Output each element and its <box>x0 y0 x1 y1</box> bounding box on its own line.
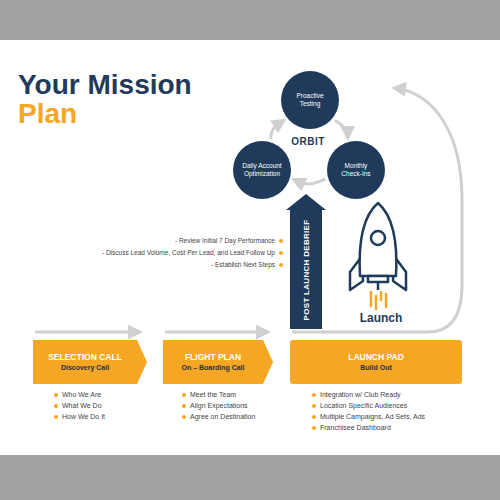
rocket-flame <box>371 292 386 309</box>
node-outline <box>290 340 462 384</box>
orbit-arrow <box>271 120 284 139</box>
bullet-item: Who We Are <box>62 391 101 398</box>
debrief-arrow: POST LAUNCH DEBRIEF <box>286 194 326 329</box>
arrow-label: POST LAUNCH DEBRIEF <box>302 219 311 320</box>
rocket-window <box>371 231 385 245</box>
node-texts: Proactive Testing <box>281 71 339 129</box>
bullet-item: Franchisee Dashboard <box>320 424 391 431</box>
flame-line <box>380 292 383 300</box>
circle-shape <box>233 141 291 199</box>
orbit-label: ORBIT <box>291 136 325 147</box>
circle-label: Proactive Testing <box>288 92 332 108</box>
orbit-circle: Monthly Check-Ins <box>327 141 385 199</box>
stage-heading: LAUNCH PAD <box>348 352 404 363</box>
stage-box: LAUNCH PADBuild Out <box>290 340 462 384</box>
orbit-arrow <box>294 179 326 184</box>
rocket-body <box>360 203 397 276</box>
stage-chevron: SELECTION CALLDiscovery Call <box>33 340 147 384</box>
bullet-dot <box>279 263 283 267</box>
circle-shape <box>281 71 339 129</box>
bullet-item: Meet the Team <box>190 391 236 398</box>
debrief-note: - Discuss Lead Volume, Cost Per Lead, an… <box>102 249 275 256</box>
debrief-note: - Review Initial 7 Day Performance <box>175 237 275 244</box>
bullet-item: Agree on Destination <box>190 413 255 420</box>
bullet-item: Multiple Campaigns, Ad Sets, Ads <box>320 413 425 420</box>
node-texts: Daily Account Optimization <box>233 141 291 199</box>
node-outline <box>33 340 147 384</box>
bullet-dot <box>54 404 58 408</box>
flame-line <box>370 292 373 306</box>
flame-line <box>385 294 388 307</box>
debrief-note: - Establish Next Steps <box>211 261 275 268</box>
bullet-dot <box>312 404 316 408</box>
bullet-item: How We Do It <box>62 413 105 420</box>
bullet-dot <box>279 251 283 255</box>
circle-shape <box>327 141 385 199</box>
stage-subtitle: On – Boarding Call <box>181 363 244 372</box>
chevron-shape <box>33 340 147 384</box>
stage-subtitle: Discovery Call <box>61 363 109 372</box>
bullet-dot <box>312 415 316 419</box>
node-texts: Monthly Check-Ins <box>327 141 385 199</box>
chevron-shape <box>163 340 273 384</box>
bullet-dot <box>312 393 316 397</box>
bullet-item: Location Specific Audiences <box>320 402 407 409</box>
box-shape <box>290 340 462 384</box>
node-texts: FLIGHT PLANOn – Boarding Call <box>163 340 273 384</box>
launch-label: Launch <box>360 311 403 325</box>
stage-subtitle: Build Out <box>360 363 392 372</box>
bullet-dot <box>182 415 186 419</box>
node-texts: LAUNCH PADBuild Out <box>290 340 462 384</box>
stage-chevron: FLIGHT PLANOn – Boarding Call <box>163 340 273 384</box>
orbit-arrow <box>335 120 348 138</box>
stage-heading: SELECTION CALL <box>48 352 122 363</box>
bottom-band <box>0 455 500 500</box>
progress-arrow <box>165 331 268 334</box>
bullet-dot <box>54 393 58 397</box>
orbit-circle: Proactive Testing <box>281 71 339 129</box>
orbit-circle: Daily Account Optimization <box>233 141 291 199</box>
rocket-illustration <box>350 203 406 290</box>
bullet-item: What We Do <box>62 402 102 409</box>
node-outline <box>163 340 273 384</box>
rocket-exhaust <box>377 283 380 290</box>
stage-heading: FLIGHT PLAN <box>185 352 241 363</box>
node-texts: SELECTION CALLDiscovery Call <box>33 340 147 384</box>
arrow-shape <box>286 194 326 329</box>
bullet-dot <box>279 239 283 243</box>
bullet-dot <box>312 426 316 430</box>
bullet-dot <box>54 415 58 419</box>
bullet-item: Align Expectations <box>190 402 248 409</box>
progress-arrow <box>35 331 140 334</box>
bullet-dot <box>182 404 186 408</box>
top-band <box>0 0 500 40</box>
circle-label: Daily Account Optimization <box>240 162 284 178</box>
flame-line <box>375 296 378 309</box>
rocket-nozzle <box>368 276 388 282</box>
circle-label: Monthly Check-Ins <box>334 162 378 178</box>
bullet-dot <box>182 393 186 397</box>
bullet-item: Integration w/ Club Ready <box>320 391 401 398</box>
page-title: Your Mission Plan <box>18 70 192 129</box>
